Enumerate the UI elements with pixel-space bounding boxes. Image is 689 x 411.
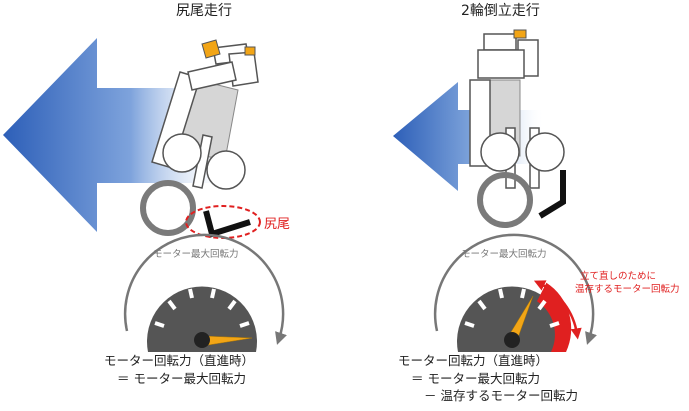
gauge-max-arc	[433, 233, 597, 345]
left-caption-line2: ＝ モーター最大回転力	[117, 371, 246, 386]
right-caption-line2: ＝ モーター最大回転力	[411, 371, 540, 386]
right-title: 2輪倒立走行	[461, 3, 540, 19]
gauge-max-arc	[123, 233, 287, 345]
left-panel	[3, 38, 287, 352]
gauge-right	[433, 233, 597, 352]
left-gauge-label: モーター最大回転力	[153, 249, 239, 260]
gauge-hub	[194, 332, 210, 348]
right-gauge-label: モーター最大回転力	[461, 249, 547, 260]
left-caption-line1: モーター回転力（直進時）	[104, 353, 255, 368]
right-panel	[393, 29, 597, 352]
reserve-arrow	[533, 280, 582, 340]
gauge-left	[123, 233, 287, 352]
tail	[538, 170, 566, 219]
reserve-note-line1: 立て直しのために	[580, 271, 657, 282]
reserve-note-line2: 温存するモーター回転力	[575, 284, 680, 295]
robot-inverted-mode	[469, 29, 566, 228]
gauge-ticks	[154, 288, 250, 328]
left-title: 尻尾走行	[176, 3, 232, 19]
right-caption-line3: － 温存するモーター回転力	[424, 388, 578, 403]
direction-arrow-right	[393, 82, 545, 191]
gauge-face	[146, 286, 257, 352]
robot-tail-mode	[140, 39, 261, 239]
direction-arrow-left	[3, 38, 235, 232]
wheel	[140, 180, 196, 236]
tail-label: 尻尾	[264, 217, 291, 232]
wheel	[477, 172, 533, 228]
right-caption-line1: モーター回転力（直進時）	[398, 353, 549, 368]
gauge-hub	[504, 332, 520, 348]
tail	[203, 210, 251, 238]
